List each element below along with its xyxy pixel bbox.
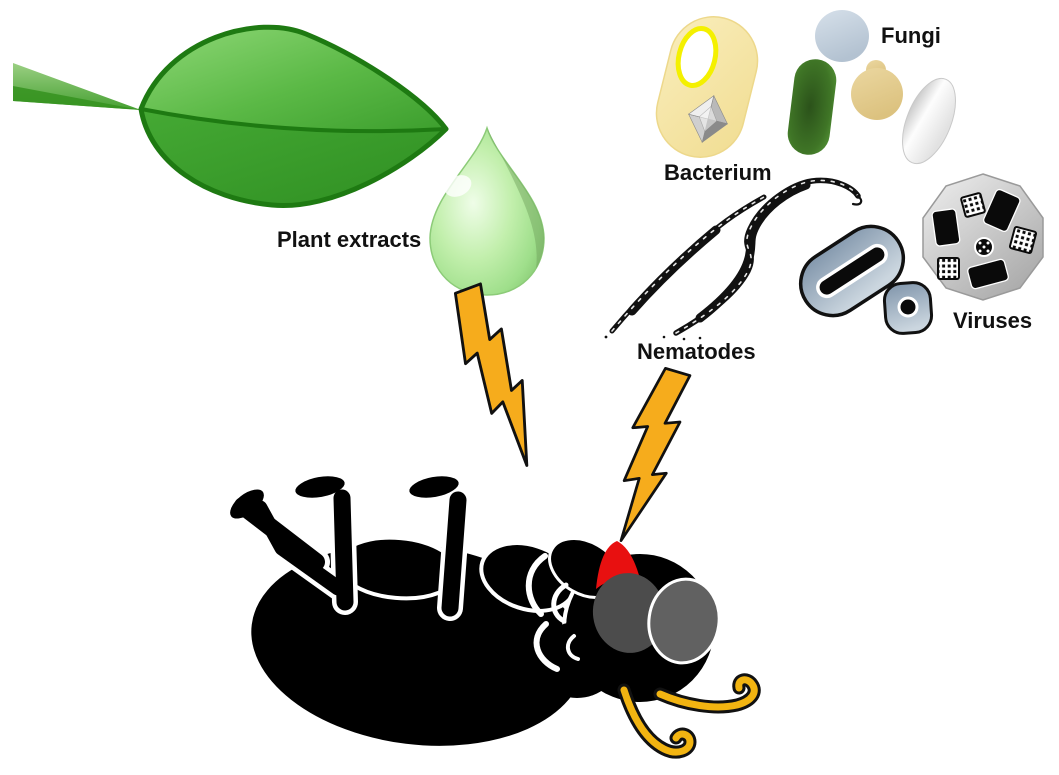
fungus-rod — [787, 59, 837, 155]
bacterium-icon — [655, 16, 759, 158]
label-fungi: Fungi — [881, 23, 941, 48]
label-viruses: Viruses — [953, 308, 1032, 333]
virus-icons — [798, 173, 1044, 335]
droplet-icon — [429, 125, 545, 296]
label-plant-extracts: Plant extracts — [277, 227, 421, 252]
leaf-icon — [13, 24, 449, 209]
virus-rod-virion — [798, 224, 906, 318]
dead-fly-icon — [226, 472, 761, 759]
nematode-icons — [604, 177, 863, 341]
fungus-yeast — [851, 68, 903, 120]
label-nematodes: Nematodes — [637, 339, 756, 364]
fungi-icons — [787, 10, 956, 165]
fungus-sphere — [815, 10, 869, 62]
virus-round-virion — [882, 281, 934, 335]
lightning-bolt-left-icon — [453, 282, 529, 467]
lightning-bolt-right-icon — [619, 366, 692, 542]
virus-occlusion-body — [922, 173, 1044, 301]
label-bacterium: Bacterium — [664, 160, 772, 185]
fungus-conidium — [902, 77, 956, 165]
